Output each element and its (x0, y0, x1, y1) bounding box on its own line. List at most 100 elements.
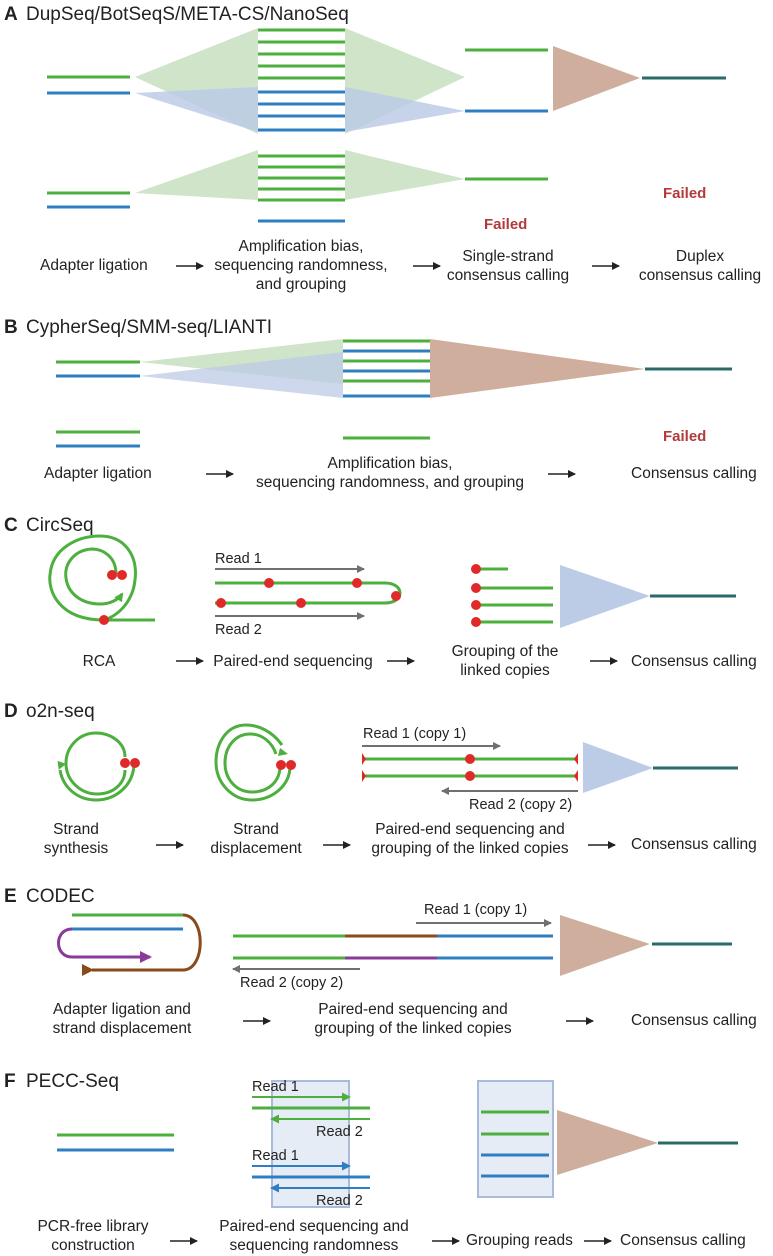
panel-f: F PECC-Seq Read 1 Read 2 Read 1 Read 2 P… (4, 1071, 746, 1254)
mutation-dot (276, 760, 286, 770)
green-fan (135, 150, 258, 200)
green-fan (345, 150, 465, 200)
adapter-mark (362, 770, 366, 782)
step-label: synthesis (44, 840, 109, 857)
brown-adapter (82, 913, 202, 976)
panel-e-title: CODEC (26, 886, 95, 907)
adapter-mark (362, 753, 366, 765)
step-label: Grouping reads (466, 1232, 573, 1249)
panel-a: A DupSeq/BotSeqS/META-CS/NanoSeq (4, 4, 761, 293)
mutation-dot (296, 598, 306, 608)
panel-b-letter: B (4, 317, 18, 338)
blue-fan (345, 87, 465, 132)
step-label: Adapter ligation and (53, 1001, 191, 1018)
adapter-mark (574, 770, 578, 782)
mutation-dot (465, 754, 475, 764)
strand-displacement-circle (214, 723, 292, 802)
step-label: grouping of the linked copies (314, 1020, 512, 1037)
step-label: Adapter ligation (40, 257, 148, 274)
step-label: Consensus calling (631, 653, 757, 670)
adapter-mark (574, 753, 578, 765)
step-label: Paired-end sequencing and (219, 1218, 409, 1235)
random-window-box (271, 1080, 350, 1208)
step-label: Consensus calling (631, 465, 757, 482)
mutation-dot (286, 760, 296, 770)
step-label: Consensus calling (631, 1012, 757, 1029)
step-label: Amplification bias, (328, 455, 453, 472)
read-1-label: Read 1 (copy 1) (363, 726, 466, 742)
panel-c: C CircSeq Read 1 Read 2 RCA (4, 515, 757, 679)
consensus-fan (557, 1110, 658, 1175)
step-label: Grouping of the (452, 643, 559, 660)
mutation-dot (107, 570, 117, 580)
panel-d: D o2n-seq Read 1 (copy 1) Read 2 (copy 2… (4, 701, 757, 857)
mutation-dot (471, 564, 481, 574)
step-label: grouping of the linked copies (371, 840, 569, 857)
step-label: sequencing randomness, and grouping (256, 474, 524, 491)
blue-fan (140, 352, 343, 398)
mutation-dot (471, 583, 481, 593)
purple-adapter (57, 927, 152, 963)
step-label: consensus calling (639, 267, 761, 284)
mutation-dot (471, 617, 481, 627)
step-label: consensus calling (447, 267, 569, 284)
read-2-label: Read 2 (316, 1193, 363, 1209)
step-label: linked copies (460, 662, 550, 679)
strand-synthesis-circle (64, 731, 127, 796)
rca-spiral (48, 534, 155, 622)
panel-c-letter: C (4, 515, 18, 536)
step-label: Amplification bias, (239, 238, 364, 255)
step-label: sequencing randomness (230, 1237, 399, 1254)
consensus-fan (553, 46, 640, 111)
consensus-fan (560, 915, 650, 976)
step-label: Duplex (676, 248, 724, 265)
consensus-fan (430, 339, 645, 398)
panel-a-letter: A (4, 4, 18, 25)
step-label: Consensus calling (631, 836, 757, 853)
panel-a-title: DupSeq/BotSeqS/META-CS/NanoSeq (26, 4, 349, 25)
read-2-label: Read 2 (215, 622, 262, 638)
panel-e-letter: E (4, 886, 17, 907)
read-2-label: Read 2 (copy 2) (240, 975, 343, 991)
step-label: Paired-end sequencing and (318, 1001, 508, 1018)
step-label: Consensus calling (620, 1232, 746, 1249)
step-label: PCR-free library (37, 1218, 148, 1235)
mutation-dot (120, 758, 130, 768)
consensus-fan (560, 565, 650, 628)
read-1-label: Read 1 (252, 1079, 299, 1095)
synthesis-arrow (58, 762, 136, 802)
linked-copies-strand (215, 581, 402, 605)
panel-f-letter: F (4, 1071, 16, 1092)
panel-d-title: o2n-seq (26, 701, 95, 722)
panel-f-title: PECC-Seq (26, 1071, 119, 1092)
mutation-dot (465, 771, 475, 781)
failed-label: Failed (663, 185, 706, 202)
mutation-dot (264, 578, 274, 588)
mutation-dot (352, 578, 362, 588)
step-label: Paired-end sequencing and (375, 821, 565, 838)
panel-e: E CODEC Read 1 (copy 1) Read 2 (copy 2) … (4, 886, 757, 1037)
step-label: strand displacement (53, 1020, 192, 1037)
panel-c-title: CircSeq (26, 515, 94, 536)
step-label: Paired-end sequencing (213, 653, 372, 670)
panel-d-letter: D (4, 701, 18, 722)
read-1-label: Read 1 (copy 1) (424, 902, 527, 918)
read-2-label: Read 2 (copy 2) (469, 797, 572, 813)
step-label: Adapter ligation (44, 465, 152, 482)
failed-label: Failed (663, 428, 706, 445)
read-2-label: Read 2 (316, 1124, 363, 1140)
step-label: Single-strand (462, 248, 553, 265)
consensus-fan (583, 742, 653, 793)
step-label: RCA (83, 653, 116, 670)
mutation-dot (471, 600, 481, 610)
synthesis-arrowhead (57, 760, 67, 770)
step-label: and grouping (256, 276, 347, 293)
read-1-label: Read 1 (252, 1148, 299, 1164)
mutation-dot (130, 758, 140, 768)
mutation-dot (99, 615, 109, 625)
mutation-dot (216, 598, 226, 608)
step-label: Strand (233, 821, 279, 838)
step-label: sequencing randomness, (214, 257, 387, 274)
step-label: Strand (53, 821, 99, 838)
